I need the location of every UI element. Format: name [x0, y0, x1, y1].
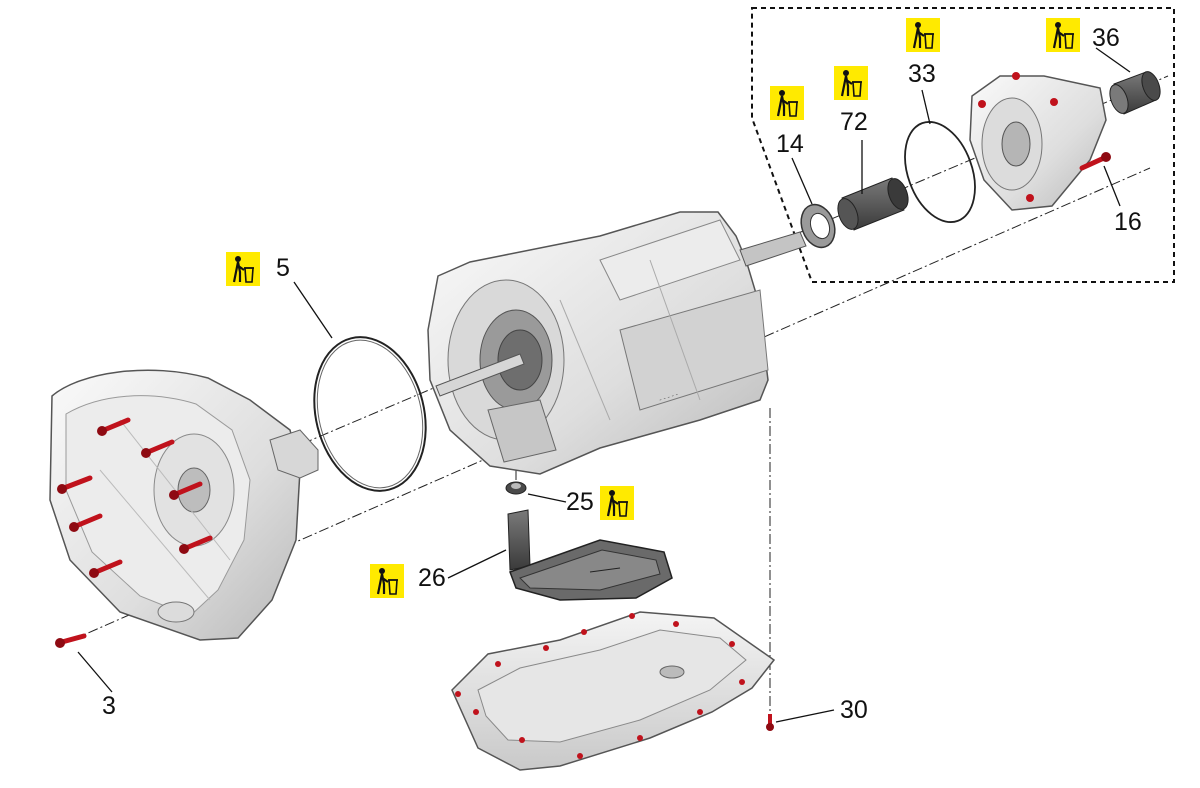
part-label-5: 5	[276, 254, 290, 282]
person-disposing-trash-icon	[370, 564, 404, 598]
person-disposing-trash-icon	[770, 86, 804, 120]
filter-seal-25	[505, 481, 527, 495]
person-disposing-trash-icon	[1046, 18, 1080, 52]
bell-housing	[49, 369, 319, 641]
extension-housing	[969, 72, 1107, 211]
part-label-36: 36	[1092, 24, 1120, 52]
part-label-33: 33	[908, 60, 936, 88]
part-label-26: 26	[418, 564, 446, 592]
part-label-16: 16	[1114, 208, 1142, 236]
oil-pan-bolts	[455, 613, 745, 759]
oil-filter-26	[507, 509, 673, 601]
person-disposing-trash-icon	[226, 252, 260, 286]
leader-lines	[77, 47, 1131, 723]
part-label-72: 72	[840, 108, 868, 136]
oil-pan	[451, 611, 776, 771]
subassembly-dashed-frame	[751, 7, 1175, 283]
part-label-30: 30	[840, 696, 868, 724]
bushing-72	[837, 177, 909, 231]
transmission-shafts	[435, 231, 807, 397]
o-ring-33	[904, 121, 976, 223]
bolt-16	[1079, 152, 1111, 171]
person-disposing-trash-icon	[906, 18, 940, 52]
seal-14	[800, 203, 836, 249]
o-ring-5	[313, 336, 427, 492]
transmission-housing: - - - - -	[427, 211, 769, 475]
part-label-14: 14	[776, 130, 804, 158]
person-disposing-trash-icon	[834, 66, 868, 100]
seal-36	[1109, 71, 1161, 115]
person-disposing-trash-icon	[600, 486, 634, 520]
bell-housing-bolts	[59, 417, 213, 645]
part-label-25: 25	[566, 488, 594, 516]
part-label-3: 3	[102, 692, 116, 720]
bolt-30	[766, 714, 774, 731]
